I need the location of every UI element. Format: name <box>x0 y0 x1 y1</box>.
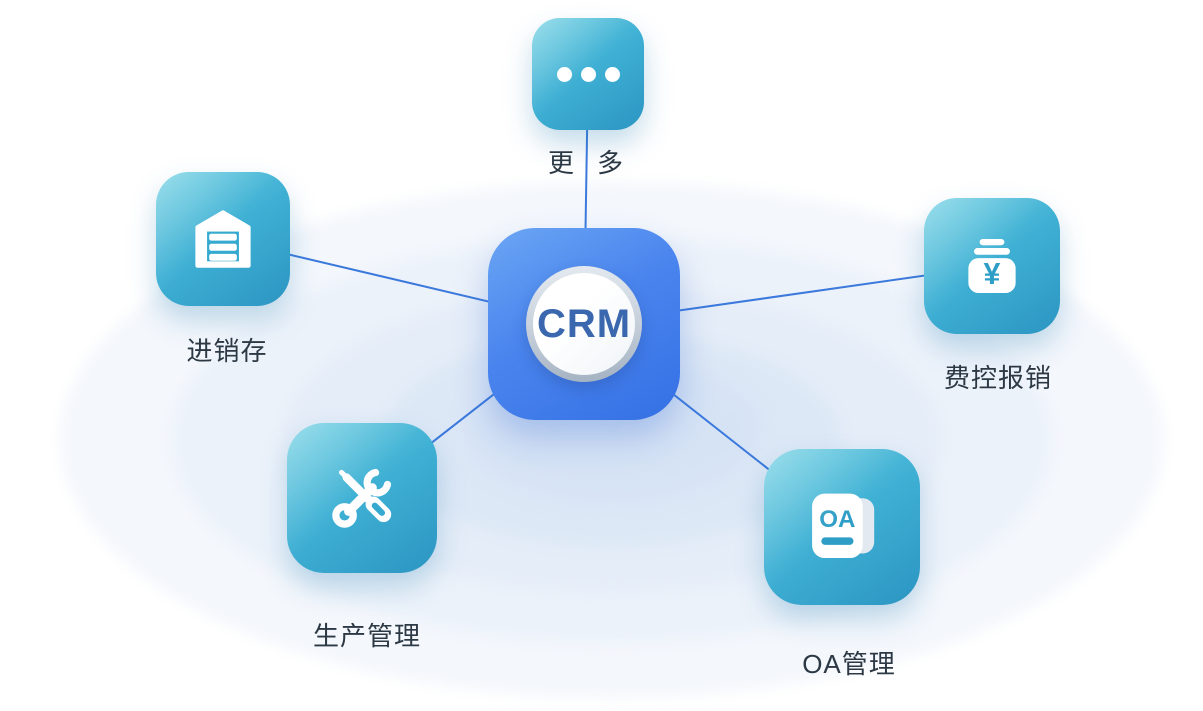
node-production-label: 生产管理 <box>312 621 421 651</box>
oa-document-icon: OA <box>812 493 875 559</box>
node-more[interactable] <box>532 18 644 130</box>
crm-label: CRM <box>536 301 632 346</box>
node-production[interactable] <box>287 423 437 573</box>
node-crm-center[interactable]: CRM <box>488 228 680 420</box>
node-more-label: 更 多 <box>476 143 696 180</box>
node-inventory-label: 进销存 <box>186 336 268 366</box>
node-expense[interactable]: ¥ <box>924 198 1060 334</box>
more-label-char-1: 更 <box>547 148 575 178</box>
yen-symbol: ¥ <box>984 258 1001 291</box>
node-oa[interactable]: OA <box>764 449 920 605</box>
crm-badge-circle: CRM <box>526 266 642 382</box>
more-label-char-2: 多 <box>597 148 625 178</box>
warehouse-icon <box>195 210 251 268</box>
node-oa-label: OA管理 <box>802 649 896 679</box>
node-inventory[interactable] <box>156 172 290 306</box>
ellipsis-icon <box>556 66 620 82</box>
yen-money-icon: ¥ <box>968 239 1016 293</box>
oa-symbol: OA <box>819 506 855 533</box>
node-expense-label: 费控报销 <box>943 363 1052 393</box>
tools-icon <box>332 468 392 528</box>
